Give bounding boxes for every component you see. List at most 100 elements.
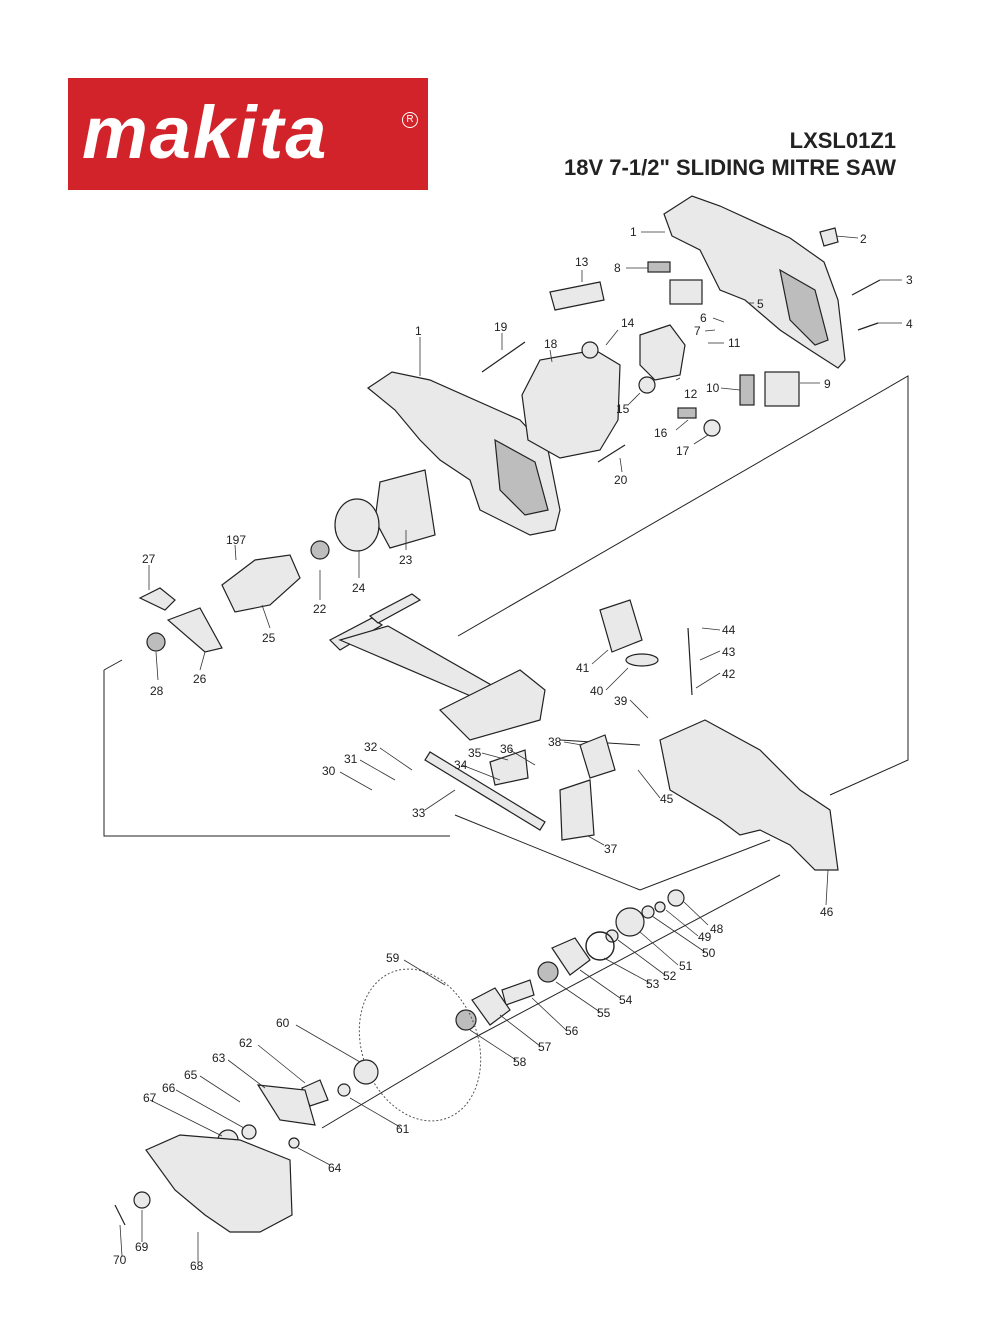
fan-guide-24 [334, 498, 380, 552]
dust-nozzle-41 [599, 599, 643, 653]
callout-44: 44 [722, 623, 736, 637]
ring-40 [625, 653, 659, 667]
callout-13: 13 [575, 255, 589, 269]
callout-69: 69 [135, 1240, 149, 1254]
callout-16: 16 [654, 426, 668, 440]
guide-middle-lower [454, 814, 771, 891]
logo-wordmark: makita [82, 91, 329, 174]
screw-4 [857, 322, 879, 331]
callout-11: 11 [728, 336, 741, 350]
product-name: 18V 7-1/2" SLIDING MITRE SAW [564, 155, 896, 180]
callout-56: 56 [565, 1024, 579, 1038]
part-2 [819, 227, 839, 247]
callout-14: 14 [621, 316, 635, 330]
spindle-56 [501, 979, 535, 1006]
armature-25 [221, 554, 301, 613]
slide-rail-shafts [338, 625, 502, 701]
screw-64 [288, 1137, 300, 1149]
brush-cap-17 [703, 419, 721, 437]
callout-19: 19 [494, 320, 508, 334]
callout-51: 51 [679, 959, 693, 973]
bearing-55 [537, 961, 559, 983]
callout-3: 3 [906, 273, 913, 287]
washer-69 [133, 1191, 151, 1209]
callout-20: 20 [614, 473, 628, 487]
bearing-28 [146, 632, 166, 652]
callout-34: 34 [454, 758, 468, 772]
callout-65: 65 [184, 1068, 198, 1082]
part-15 [638, 376, 656, 394]
switch-part-10 [739, 374, 755, 406]
callout-43: 43 [722, 645, 736, 659]
carbon-brush-16 [677, 407, 697, 419]
label-plate [549, 281, 605, 311]
callout-61: 61 [396, 1122, 410, 1136]
bolt-61 [337, 1083, 351, 1097]
washer-49 [654, 901, 666, 913]
callout-41: 41 [576, 661, 590, 675]
callout-26: 26 [193, 672, 207, 686]
guide-left-tick [103, 659, 123, 671]
callout-68: 68 [190, 1259, 204, 1273]
callout-32: 32 [364, 740, 378, 754]
switch-part-8 [647, 261, 671, 273]
bearing-58 [455, 1009, 477, 1031]
bracket-38 [579, 734, 616, 779]
callout-58: 58 [513, 1055, 527, 1069]
callout-28: 28 [150, 684, 164, 698]
callout-5: 5 [757, 297, 764, 311]
callout-12: 12 [684, 387, 698, 401]
callout-17: 17 [676, 444, 690, 458]
callout-24: 24 [352, 581, 366, 595]
o-ring-53 [585, 931, 615, 961]
callout-18: 18 [544, 337, 558, 351]
handle-grip-opening-left [494, 438, 549, 516]
screw-19 [481, 341, 526, 373]
handle-grip-opening-right [779, 268, 829, 346]
callout-67: 67 [143, 1091, 157, 1105]
slide-arm-bracket [438, 669, 546, 741]
screw-70 [114, 1204, 126, 1226]
cover-37 [559, 779, 595, 841]
callout-31: 31 [344, 752, 358, 766]
blade-guard-housing-46 [659, 719, 839, 871]
lock-plate-26 [166, 607, 223, 653]
spring-27 [138, 587, 176, 611]
callout-35: 35 [468, 746, 482, 760]
callout-46: 46 [820, 905, 834, 919]
bearing-22 [310, 540, 330, 560]
callout-55: 55 [597, 1006, 611, 1020]
part-66 [241, 1124, 257, 1140]
callout-9: 9 [824, 377, 831, 391]
callout-59: 59 [386, 951, 400, 965]
center-cover-63 [256, 1084, 316, 1126]
callout-23: 23 [399, 553, 413, 567]
baffle-23 [374, 469, 436, 549]
title-block: LXSL01Z1 18V 7-1/2" SLIDING MITRE SAW [564, 128, 896, 182]
link-plate-33 [424, 751, 546, 831]
switch-part-9 [764, 371, 800, 407]
callout-52: 52 [663, 969, 677, 983]
callout-39: 39 [614, 694, 628, 708]
bearing-box-54 [551, 937, 591, 976]
screw-3 [851, 279, 881, 296]
callout-30: 30 [322, 764, 336, 778]
callout-49: 49 [698, 930, 712, 944]
part-52 [605, 929, 619, 943]
callout-42: 42 [722, 667, 736, 681]
switch-part-29 [669, 279, 703, 305]
callout-numbers: 1 2 3 4 5 6 7 8 9 10 11 12 13 14 15 16 1… [113, 225, 913, 1273]
callout-2: 2 [860, 232, 867, 246]
callout-37: 37 [604, 842, 618, 856]
callout-4: 4 [906, 317, 913, 331]
callout-36: 36 [500, 742, 514, 756]
callout-57: 57 [538, 1040, 552, 1054]
callout-38: 38 [548, 735, 562, 749]
callout-60: 60 [276, 1016, 290, 1030]
makita-logo: makita R [68, 78, 428, 190]
leader-lines [119, 231, 902, 1262]
bolt-44 [687, 627, 693, 696]
callout-27: 27 [142, 552, 156, 566]
callout-66: 66 [162, 1081, 176, 1095]
